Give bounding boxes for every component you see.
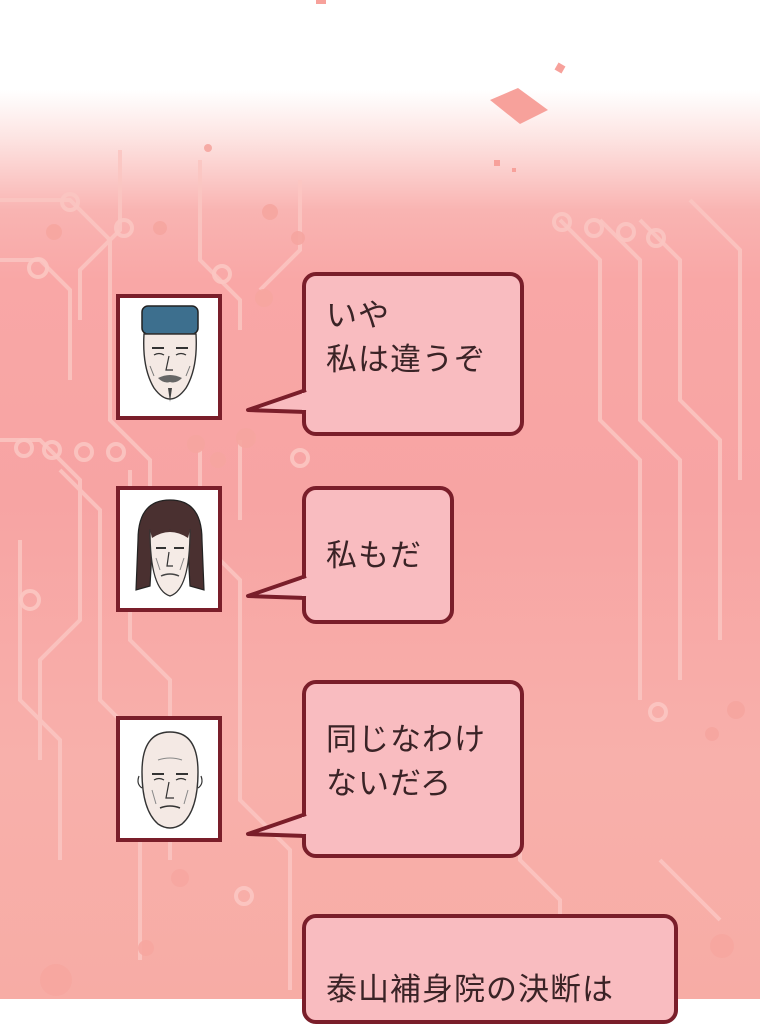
speech-bubble: 同じなわけ ないだろ: [302, 680, 524, 858]
dialogue-line: ないだろ: [326, 766, 453, 802]
dialogue-line: 同じなわけ: [326, 722, 486, 758]
speaker-avatar-long-hair: [116, 486, 222, 612]
speech-bubble: 泰山補身院の決断は: [302, 914, 678, 1024]
speech-bubble: 私もだ: [302, 486, 454, 624]
old-man-cap-icon: [141, 305, 199, 402]
speech-tail: [246, 388, 308, 414]
long-hair-man-icon: [135, 499, 205, 597]
speech-tail: [246, 574, 308, 600]
bald-man-icon: [137, 731, 203, 829]
speaker-avatar-old-man: [116, 294, 222, 420]
dialogue-line: いや: [326, 298, 390, 334]
speech-tail: [246, 812, 308, 838]
speech-bubble: いや 私は違うぞ: [302, 272, 524, 436]
speaker-avatar-bald: [116, 716, 222, 842]
dialogue-line: 私もだ: [326, 538, 422, 574]
dialogue-line: 泰山補身院の決断は: [326, 972, 614, 1008]
dialogue-line: 私は違うぞ: [326, 342, 486, 378]
